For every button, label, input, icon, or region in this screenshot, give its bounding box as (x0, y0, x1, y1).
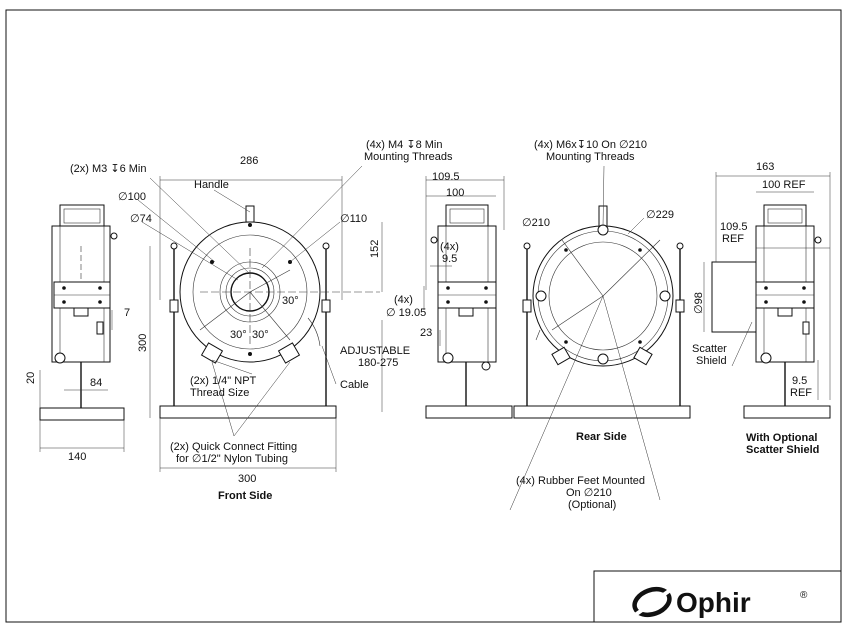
dia-110-label: ∅110 (340, 213, 367, 225)
dia-210-label: ∅210 (522, 217, 550, 229)
front-side-caption: Front Side (218, 490, 272, 502)
rubber-feet-label-3: (Optional) (568, 499, 616, 511)
dim-100-middle: 100 (446, 187, 464, 199)
scatter-shield-caption: Scatter Shield (746, 444, 819, 456)
dim-20: 20 (25, 372, 37, 384)
rear-side-caption: Rear Side (576, 431, 627, 443)
m4-label-2: Mounting Threads (364, 151, 453, 163)
dim-152: 152 (369, 240, 381, 258)
angle-30-left: 30° (230, 329, 247, 341)
scatter-label: Scatter (692, 343, 727, 355)
middle-side-view (423, 176, 513, 419)
annotation-text: (2x) M3 ↧6 Min 286 Handle ∅100 ∅74 ∅110 … (25, 139, 819, 511)
angle-30-center: 30° (252, 329, 269, 341)
sheet-border (5, 9, 842, 623)
dim-109-5: 109.5 (432, 171, 460, 183)
rubber-feet-label-2: On ∅210 (566, 487, 612, 499)
four-x-label: (4x) (440, 241, 459, 253)
four-x-label-2: (4x) (394, 294, 413, 306)
adjustable-range: 180-275 (358, 357, 398, 369)
dim-100-ref: 100 REF (762, 179, 806, 191)
left-side-view (39, 204, 125, 452)
dim-163: 163 (756, 161, 774, 173)
dim-23: 23 (420, 327, 432, 339)
shield-label: Shield (696, 355, 727, 367)
optional-caption: With Optional (746, 432, 817, 444)
m4-label: (4x) M4 ↧8 Min (366, 139, 442, 151)
dim-84: 84 (90, 377, 102, 389)
dim-300-horizontal: 300 (238, 473, 256, 485)
dim-286: 286 (240, 155, 258, 167)
dia-19-05-label: ∅ 19.05 (386, 307, 426, 319)
scatter-shield-view (703, 172, 831, 419)
angle-30-right: 30° (282, 295, 299, 307)
dim-9-5-ref: 9.5 (792, 375, 807, 387)
handle-label: Handle (194, 179, 229, 191)
dia-74-label: ∅74 (130, 213, 152, 225)
adjustable-label: ADJUSTABLE (340, 345, 410, 357)
dia-98-label: ∅98 (693, 292, 705, 314)
ophir-logo: Ophir ® (626, 584, 808, 622)
cable-label: Cable (340, 379, 369, 391)
title-block (593, 570, 841, 622)
brand-name: Ophir (676, 587, 751, 618)
rear-view (509, 165, 691, 511)
m3-label: (2x) M3 ↧6 Min (70, 163, 146, 175)
ref-label: REF (722, 233, 744, 245)
quick-connect-label: (2x) Quick Connect Fitting (170, 441, 297, 453)
npt-label: (2x) 1/4" NPT (190, 375, 257, 387)
ref-label-2: REF (790, 387, 812, 399)
dim-109-5-ref: 109.5 (720, 221, 748, 233)
rubber-feet-label: (4x) Rubber Feet Mounted (516, 475, 645, 487)
dim-7: 7 (124, 307, 130, 319)
m6-label: (4x) M6x↧10 On ∅210 (534, 139, 647, 151)
front-view (137, 165, 383, 472)
registered-mark: ® (800, 590, 808, 601)
quick-connect-label-2: for ∅1/2" Nylon Tubing (176, 453, 288, 465)
dim-300-vertical: 300 (137, 334, 149, 352)
dim-9-5: 9.5 (442, 253, 457, 265)
npt-label-2: Thread Size (190, 387, 249, 399)
ophir-swoosh-icon (626, 584, 678, 622)
dia-100-label: ∅100 (118, 191, 146, 203)
dia-229-label: ∅229 (646, 209, 674, 221)
m6-label-2: Mounting Threads (546, 151, 635, 163)
dim-140: 140 (68, 451, 86, 463)
